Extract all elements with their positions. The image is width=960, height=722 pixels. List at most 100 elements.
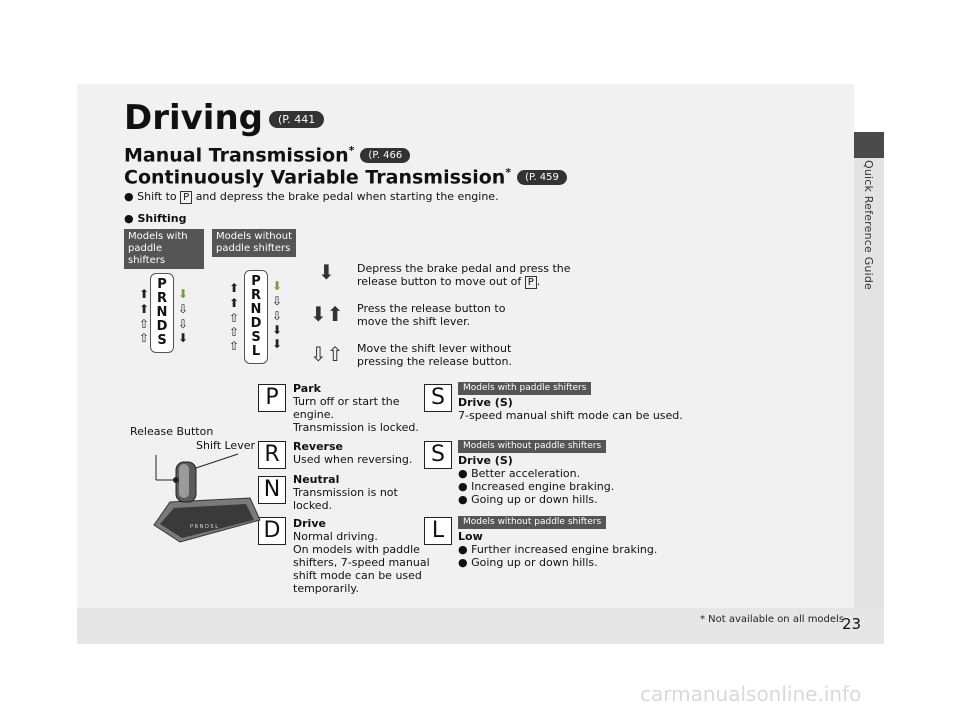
cvt-star: * — [505, 166, 512, 179]
start-bullet-pre: Shift to — [137, 190, 177, 203]
tag-models-without-paddle: Models without paddle shifters — [458, 516, 607, 529]
footnote: * Not available on all models — [700, 614, 845, 625]
page-number: 23 — [842, 615, 862, 633]
tag-models-with-paddle: Models with paddle shifters — [124, 229, 204, 269]
legend-brake-line-2-text: release button to move out of — [357, 275, 522, 288]
sport-name: Drive (S) — [458, 396, 513, 409]
bullet-dot-icon: ● — [124, 212, 134, 225]
tag-models-without-paddle: Models without paddle shifters — [458, 440, 607, 453]
legend-brake-line-1: Depress the brake pedal and press the — [357, 262, 571, 275]
drive-letter-icon: D — [258, 517, 286, 545]
down-green-arrow-icon: ⬇ — [178, 287, 189, 301]
park-line: Transmission is locked. — [293, 421, 419, 434]
footer-band — [77, 608, 884, 644]
drive-name: Drive — [293, 517, 326, 530]
sport-letter-icon: S — [424, 441, 452, 469]
down-solid-arrow-icon: ⬇ — [178, 331, 189, 345]
reverse-line: Used when reversing. — [293, 453, 413, 466]
gate-s: S — [157, 333, 167, 348]
neutral-name: Neutral — [293, 473, 340, 486]
press-release-arrows-icon: ⬇⬆ — [310, 302, 344, 326]
low-line: ● Further increased engine braking. — [458, 543, 658, 556]
up-solid-arrow-icon: ⬆ — [139, 302, 150, 316]
section-side-tab-marker — [854, 132, 884, 158]
legend-release-text: Press the release button to move the shi… — [357, 302, 505, 328]
reverse-name: Reverse — [293, 440, 343, 453]
gate-r: R — [250, 288, 261, 303]
cvt-heading: Continuously Variable Transmission* (P. 4… — [124, 166, 567, 188]
gate-d: D — [250, 316, 262, 331]
legend-release-line-2: move the shift lever. — [357, 315, 471, 328]
manual-transmission-text: Manual Transmission — [124, 144, 349, 167]
shifting-label: Shifting — [137, 212, 187, 225]
gate-n: N — [156, 305, 168, 320]
cvt-text: Continuously Variable Transmission — [124, 166, 506, 189]
sport-with-paddle-description: Drive (S) 7-speed manual shift mode can … — [458, 396, 683, 422]
down-outline-arrow-icon: ⇩ — [272, 309, 283, 323]
low-name: Low — [458, 530, 483, 543]
park-letter-icon: P — [258, 384, 286, 412]
park-key-box: P — [180, 191, 193, 204]
drive-line: shifters, 7-speed manual — [293, 556, 430, 569]
up-outline-arrow-icon: ⇧ — [139, 331, 150, 345]
up-outline-arrow-icon: ⇧ — [229, 311, 240, 325]
neutral-line: locked. — [293, 499, 333, 512]
drive-line: shift mode can be used — [293, 569, 422, 582]
manual-page-ref[interactable]: (P. 466 — [360, 148, 411, 164]
down-outline-arrow-icon: ⇩ — [272, 294, 283, 308]
section-side-tab — [854, 132, 884, 644]
svg-text:P R N D S L: P R N D S L — [190, 524, 218, 530]
cvt-page-ref[interactable]: (P. 459 — [517, 170, 567, 186]
drive-line: On models with paddle — [293, 543, 420, 556]
legend-free-line-2: pressing the release button. — [357, 355, 512, 368]
park-key-box: P — [524, 276, 537, 289]
reverse-letter-icon: R — [258, 441, 286, 469]
gate-p: P — [251, 274, 261, 289]
tag-models-with-paddle: Models with paddle shifters — [458, 382, 592, 395]
up-outline-arrow-icon: ⇧ — [229, 339, 240, 353]
legend-brake-line-2: release button to move out of P. — [357, 275, 541, 289]
low-letter-icon: L — [424, 517, 452, 545]
shifting-bullet: ● Shifting — [124, 212, 187, 225]
gate-d: D — [156, 319, 168, 334]
manual-star: * — [348, 144, 355, 157]
legend-free-line-1: Move the shift lever without — [357, 342, 512, 355]
sport-line: 7-speed manual shift mode can be used. — [458, 409, 683, 422]
title-page-ref[interactable]: (P. 441 — [269, 111, 325, 128]
page-title-text: Driving — [124, 98, 264, 138]
free-move-arrows-icon: ⇩⇧ — [310, 342, 344, 366]
up-solid-arrow-icon: ⬆ — [229, 296, 240, 310]
gate-p: P — [157, 277, 167, 292]
down-outline-arrow-icon: ⇩ — [178, 317, 189, 331]
neutral-letter-icon: N — [258, 476, 286, 504]
manual-transmission-heading: Manual Transmission* (P. 466 — [124, 144, 411, 167]
shift-pattern-without-paddle: P R N D S L — [244, 270, 268, 364]
drive-line: Normal driving. — [293, 530, 378, 543]
neutral-line: Transmission is not — [293, 486, 398, 499]
drive-description: Drive Normal driving. On models with pad… — [293, 517, 430, 595]
drive-line: temporarily. — [293, 582, 359, 595]
up-outline-arrow-icon: ⇧ — [139, 317, 150, 331]
shift-lever-label: Shift Lever — [196, 439, 256, 452]
legend-release-line-1: Press the release button to — [357, 302, 506, 315]
down-solid-arrow-icon: ⬇ — [272, 337, 283, 351]
sport-letter-icon: S — [424, 384, 452, 412]
side-section-label: Quick Reference Guide — [862, 160, 875, 290]
gate-s: S — [251, 330, 261, 345]
start-bullet-post: and depress the brake pedal when startin… — [195, 190, 499, 203]
gate-r: R — [156, 291, 167, 306]
down-green-arrow-icon: ⬇ — [272, 279, 283, 293]
down-outline-arrow-icon: ⇩ — [178, 302, 189, 316]
start-bullet: ● Shift to P and depress the brake pedal… — [124, 190, 499, 204]
watermark: carmanualsonline.info — [640, 682, 862, 706]
press-brake-arrow-icon: ⬇ — [318, 260, 335, 284]
sport-line: ● Increased engine braking. — [458, 480, 615, 493]
park-name: Park — [293, 382, 321, 395]
up-solid-arrow-icon: ⬆ — [229, 281, 240, 295]
park-line: Turn off or start the — [293, 395, 400, 408]
reverse-description: Reverse Used when reversing. — [293, 440, 412, 466]
up-solid-arrow-icon: ⬆ — [139, 287, 150, 301]
shift-lever-illustration: P R N D S L — [153, 453, 261, 543]
neutral-description: Neutral Transmission is not locked. — [293, 473, 398, 512]
release-button-label: Release Button — [130, 425, 214, 438]
